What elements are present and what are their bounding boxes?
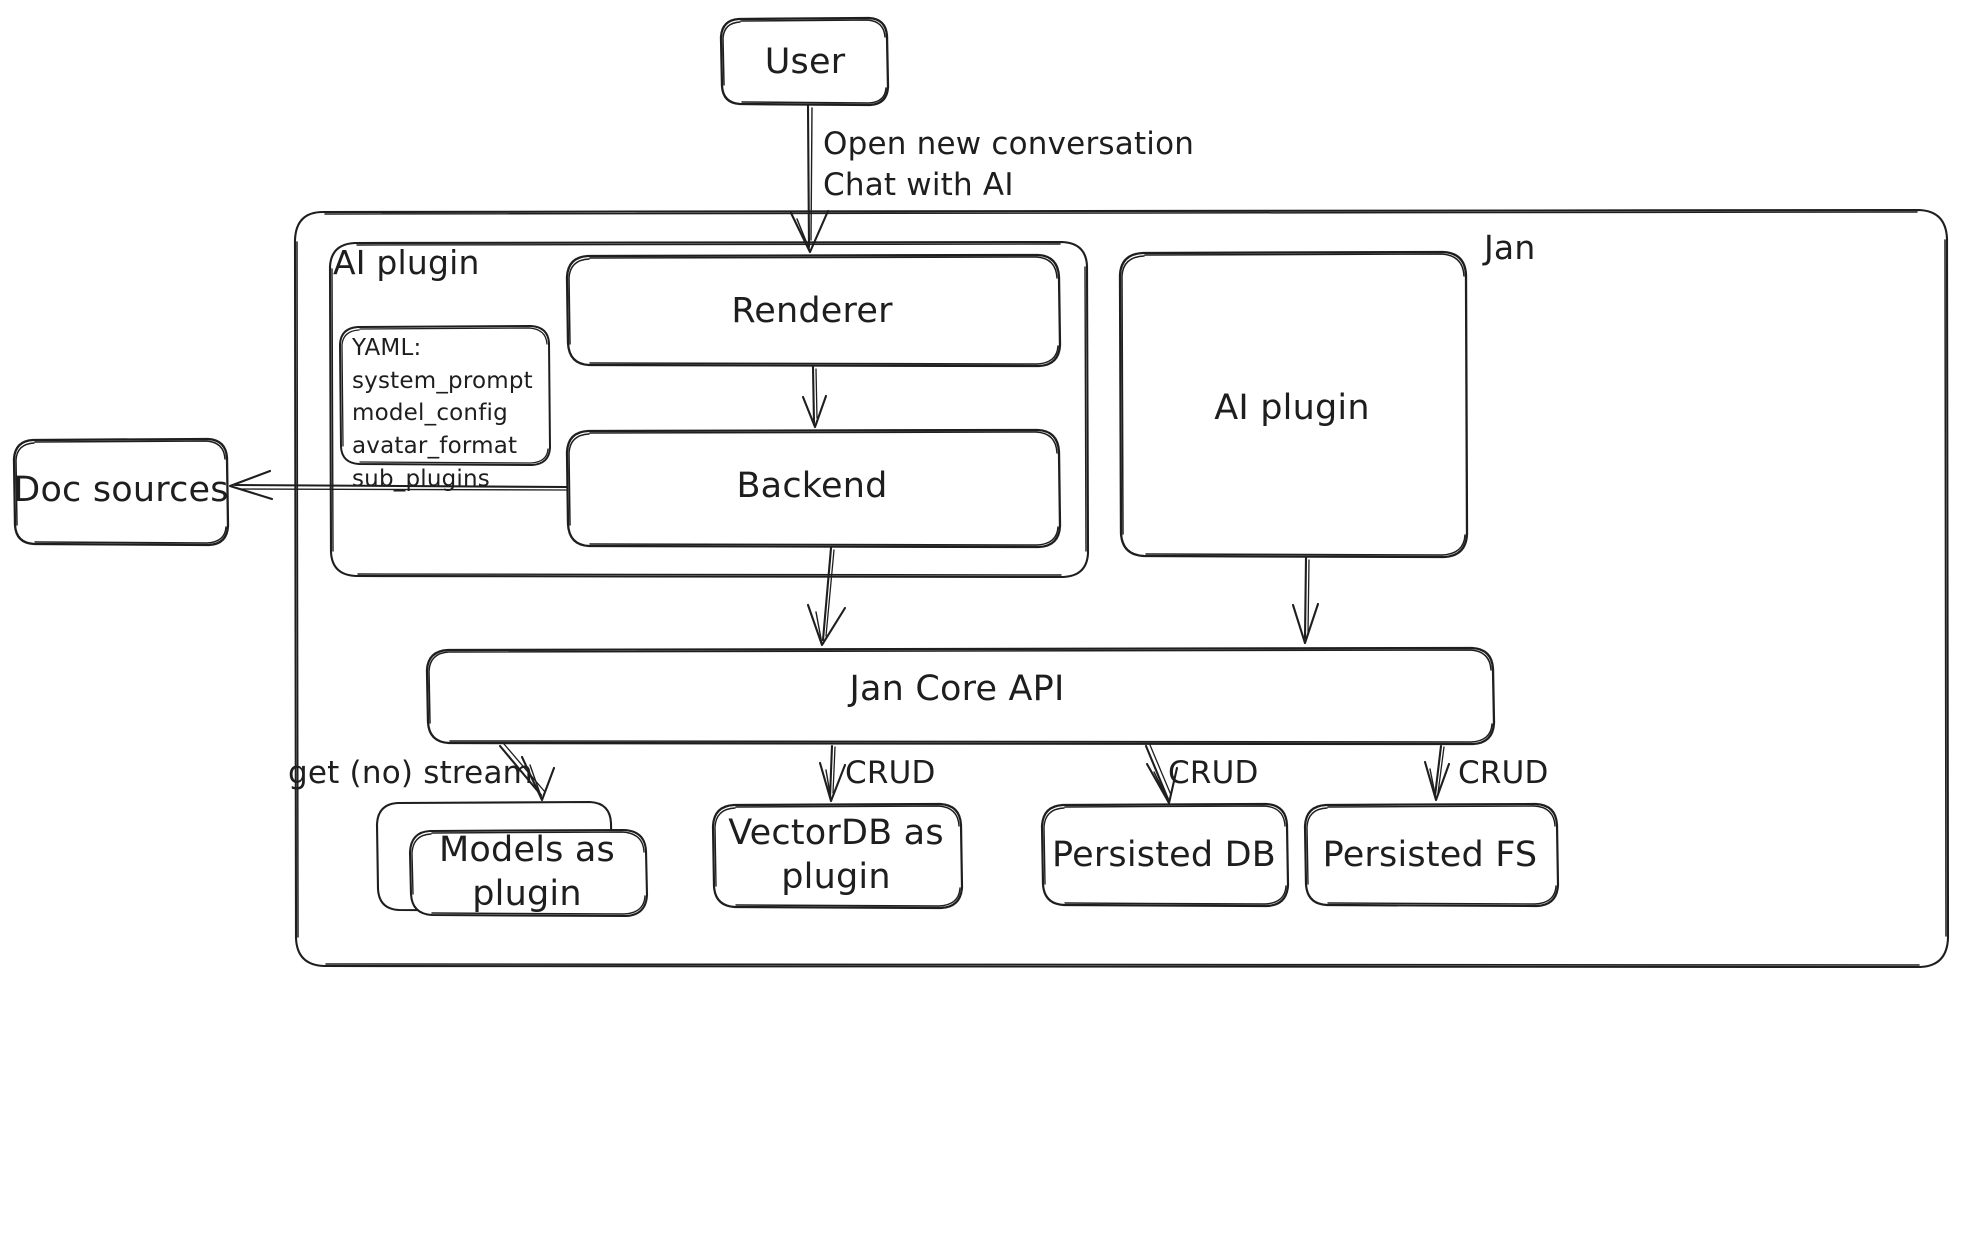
doc-sources-box-shape <box>12 437 230 547</box>
jan-container-label: Jan <box>1484 228 1536 267</box>
jan-core-api-label: Jan Core API <box>849 669 1065 709</box>
core-to-models-edge-label: get (no) stream <box>288 755 534 791</box>
persisted-db-label: Persisted DB <box>1052 835 1276 875</box>
ai-plugin-box-label: AI plugin <box>1214 388 1370 428</box>
arrow-backend-to-core <box>806 546 847 647</box>
backend-box-shape <box>565 428 1062 549</box>
yaml-note-shape <box>339 325 551 466</box>
user-box-shape <box>719 16 890 107</box>
arrow-ai-plugin-to-core <box>1291 556 1320 645</box>
core-to-vectordb-edge-label: CRUD <box>845 755 936 791</box>
persisted-fs-box-shape <box>1303 802 1560 908</box>
models-as-plugin-box-shape <box>408 828 649 918</box>
core-to-persisted-fs-edge-label: CRUD <box>1458 755 1549 791</box>
arrow-user-to-renderer <box>789 104 830 254</box>
renderer-label: Renderer <box>731 291 893 331</box>
ai-plugin-container-label: AI plugin <box>333 243 480 282</box>
arrow-core-to-persisted-fs <box>1423 744 1451 802</box>
persisted-fs-label: Persisted FS <box>1322 835 1538 875</box>
arrow-renderer-to-backend <box>801 365 828 429</box>
arrow-core-to-models <box>498 743 556 802</box>
arrow-backend-to-doc-sources <box>228 469 569 501</box>
backend-label: Backend <box>736 466 888 506</box>
persisted-db-box-shape <box>1040 802 1290 908</box>
vectordb-as-plugin-label: VectorDB as plugin <box>728 812 944 897</box>
arrow-core-to-vectordb <box>818 744 847 803</box>
jan-core-api-box-shape <box>425 646 1496 746</box>
user-label: User <box>764 42 846 82</box>
vectordb-as-plugin-box-shape <box>711 802 964 910</box>
doc-sources-label: Doc sources <box>13 470 229 510</box>
models-as-plugin-label: Models as plugin <box>439 829 615 914</box>
ai-plugin-box-shape <box>1118 250 1469 559</box>
yaml-note-text: YAML: system_prompt model_config avatar_… <box>352 335 533 492</box>
core-to-persisted-db-edge-label: CRUD <box>1168 755 1259 791</box>
renderer-box-shape <box>565 253 1062 368</box>
user-to-renderer-edge-label: Open new conversation Chat with AI <box>823 126 1195 203</box>
arrow-core-to-persisted-db <box>1144 744 1179 805</box>
